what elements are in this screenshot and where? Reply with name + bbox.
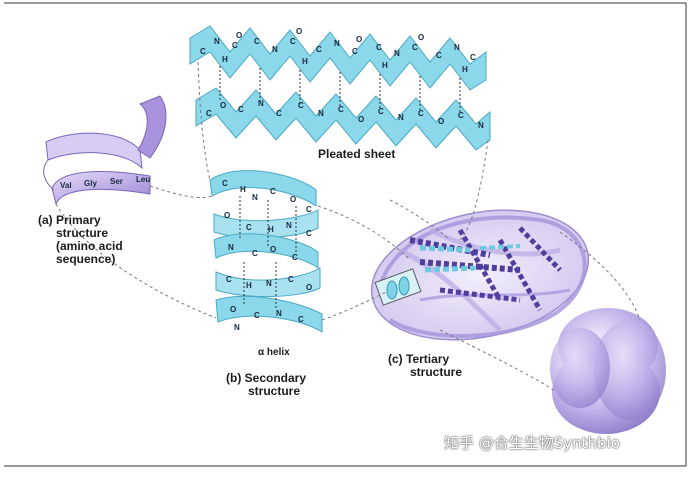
- pleated-sheet-upper-strand: [189, 25, 487, 91]
- watermark: 知乎 @合生生物Synthbio: [444, 434, 620, 452]
- amino-acid-gly: Gly: [84, 179, 97, 188]
- atom-label: O: [270, 245, 276, 254]
- atom-label: C: [470, 53, 476, 62]
- atom-label: C: [254, 37, 260, 46]
- atom-label: C: [436, 51, 442, 60]
- atom-label: N: [394, 49, 400, 58]
- atom-label: C: [306, 205, 312, 214]
- amino-acid-leu: Leu: [136, 175, 150, 184]
- amino-acid-ser: Ser: [110, 177, 123, 186]
- atom-label: N: [478, 121, 484, 130]
- atom-label: C: [206, 109, 212, 118]
- alpha-helix-ribbon: [209, 170, 323, 333]
- pleated-sheet-lower-strand: [195, 87, 491, 151]
- atom-label: C: [458, 111, 464, 120]
- atom-label: C: [238, 105, 244, 114]
- atom-label: O: [230, 305, 236, 314]
- atom-label: C: [316, 45, 322, 54]
- tertiary-structure-label-line2: structure: [410, 365, 463, 379]
- atom-label: C: [226, 275, 232, 284]
- tertiary-structure: [370, 209, 590, 341]
- secondary-structure-label-line2: structure: [248, 384, 301, 398]
- atom-label: N: [334, 39, 340, 48]
- atom-label: N: [228, 243, 234, 252]
- atom-label: N: [234, 323, 240, 332]
- atom-label: C: [276, 109, 282, 118]
- atom-label: N: [454, 43, 460, 52]
- atom-label: O: [236, 31, 242, 40]
- atom-label: N: [266, 279, 272, 288]
- atom-label: N: [398, 113, 404, 122]
- atom-label: H: [302, 57, 308, 66]
- atom-label: C: [200, 47, 206, 56]
- atom-label: H: [246, 281, 252, 290]
- atom-label: O: [356, 35, 362, 44]
- alpha-helix-atoms: C H N C O C O C H N C N C O C C H N C O …: [222, 179, 312, 332]
- folded-protein-blob: [550, 308, 666, 434]
- atom-label: O: [306, 283, 312, 292]
- atom-label: C: [270, 187, 276, 196]
- tertiary-structure-label-line1: (c) Tertiary: [388, 352, 450, 366]
- atom-label: N: [252, 193, 258, 202]
- primary-structure-label-line2: structure: [56, 226, 109, 240]
- secondary-structure-label-line1: (b) Secondary: [226, 371, 307, 385]
- atom-label: C: [252, 249, 258, 258]
- atom-label: O: [438, 117, 444, 126]
- atom-label: C: [338, 105, 344, 114]
- atom-label: H: [382, 61, 388, 70]
- pleated-sheet-label: Pleated sheet: [318, 147, 396, 161]
- atom-label: C: [376, 43, 382, 52]
- primary-structure-ribbon: [43, 95, 167, 206]
- atom-label: N: [258, 99, 264, 108]
- amino-acid-val: Val: [60, 181, 72, 190]
- alpha-helix-hydrogen-bonds: [239, 196, 297, 310]
- atom-label: O: [418, 33, 424, 42]
- atom-label: N: [286, 221, 292, 230]
- atom-label: C: [352, 47, 358, 56]
- atom-label: H: [240, 185, 246, 194]
- atom-label: C: [418, 109, 424, 118]
- atom-label: C: [298, 101, 304, 110]
- atom-label: C: [288, 275, 294, 284]
- atom-label: N: [318, 109, 324, 118]
- pleated-sheet-atoms: C N C O C N C O C N C O C N C O C N C H …: [200, 27, 484, 130]
- primary-structure-label-line4: sequence): [56, 252, 116, 266]
- atom-label: C: [232, 41, 238, 50]
- atom-label: N: [272, 45, 278, 54]
- atom-label: H: [462, 65, 468, 74]
- atom-label: H: [222, 55, 228, 64]
- primary-structure-label-line1: (a) Primary: [38, 213, 101, 227]
- atom-label: H: [268, 225, 274, 234]
- atom-label: O: [224, 211, 230, 220]
- atom-label: O: [220, 101, 226, 110]
- atom-label: C: [298, 315, 304, 324]
- atom-label: C: [246, 223, 252, 232]
- atom-label: C: [412, 43, 418, 52]
- atom-label: C: [292, 253, 298, 262]
- atom-label: C: [378, 107, 384, 116]
- alpha-helix-label: α helix: [258, 347, 290, 358]
- pleated-sheet-hydrogen-bonds: [219, 66, 461, 114]
- atom-label: C: [306, 229, 312, 238]
- primary-structure-label-line3: (amino acid: [56, 239, 123, 253]
- connector-lines: [55, 61, 641, 393]
- atom-label: O: [290, 195, 296, 204]
- atom-label: N: [214, 37, 220, 46]
- atom-label: C: [254, 311, 260, 320]
- atom-label: O: [358, 115, 364, 124]
- atom-label: N: [276, 309, 282, 318]
- atom-label: C: [290, 37, 296, 46]
- atom-label: C: [222, 179, 228, 188]
- atom-label: O: [296, 27, 302, 36]
